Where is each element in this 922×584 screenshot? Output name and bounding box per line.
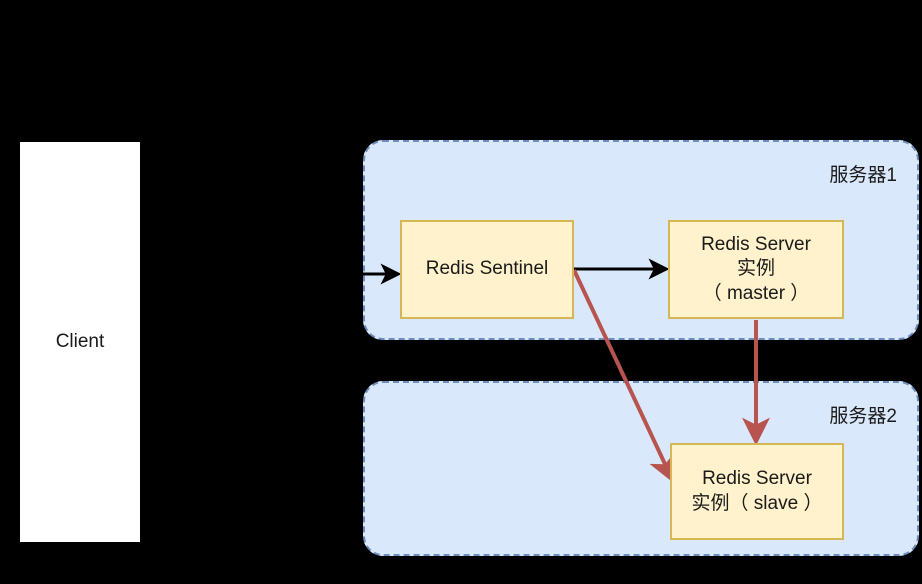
node-redis-server-master-line-3: （ master ） [702,282,810,304]
node-redis-sentinel[interactable]: Redis Sentinel [400,220,574,319]
server-2-title: 服务器2 [829,406,897,427]
node-redis-server-slave-line-2: 实例（ slave ） [691,492,823,514]
node-redis-sentinel-line-1: Redis Sentinel [425,258,549,280]
node-redis-server-slave-line-1: Redis Server [702,468,812,490]
node-redis-server-master-line-1: Redis Server [701,234,811,256]
node-redis-server-slave[interactable]: Redis Server 实例（ slave ） [670,443,844,540]
client-label: Client [55,330,105,352]
server-1-title: 服务器1 [829,165,897,186]
node-redis-server-master[interactable]: Redis Server 实例 （ master ） [668,220,844,319]
node-redis-server-master-line-2: 实例 [736,258,775,280]
client-node[interactable]: Client [20,142,140,542]
